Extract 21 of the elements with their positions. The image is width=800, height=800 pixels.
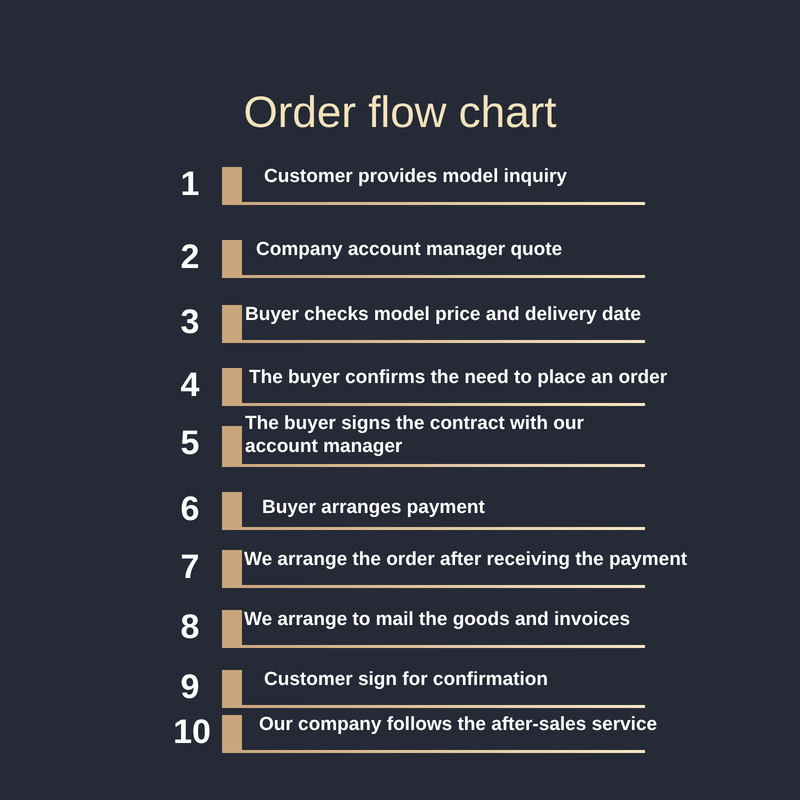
step-number: 7 (180, 548, 200, 587)
step-text: Customer sign for confirmation (264, 668, 549, 691)
step-text: Customer provides model inquiry (264, 165, 568, 188)
step-number: 3 (180, 303, 200, 342)
step-text: Buyer arranges payment (262, 496, 486, 519)
step-text: Buyer checks model price and delivery date (245, 303, 642, 326)
step-number: 6 (180, 490, 200, 529)
step-text: Our company follows the after-sales service (259, 713, 658, 736)
step-text: Company account manager quote (256, 238, 564, 261)
step-text: The buyer signs the contract with our account manager (245, 412, 585, 458)
step-number: 10 (172, 713, 212, 752)
step-number: 2 (180, 238, 200, 277)
step-text: We arrange the order after receiving the payment (244, 548, 688, 571)
step-number: 5 (180, 424, 200, 463)
step-number: 4 (180, 366, 200, 405)
step-text: The buyer confirms the need to place an order (249, 366, 668, 389)
step-text: We arrange to mail the goods and invoices (244, 608, 632, 631)
step-number: 8 (180, 608, 200, 647)
chart-title: Order flow chart (242, 88, 558, 138)
step-number: 9 (180, 668, 200, 707)
step-number: 1 (180, 165, 200, 204)
